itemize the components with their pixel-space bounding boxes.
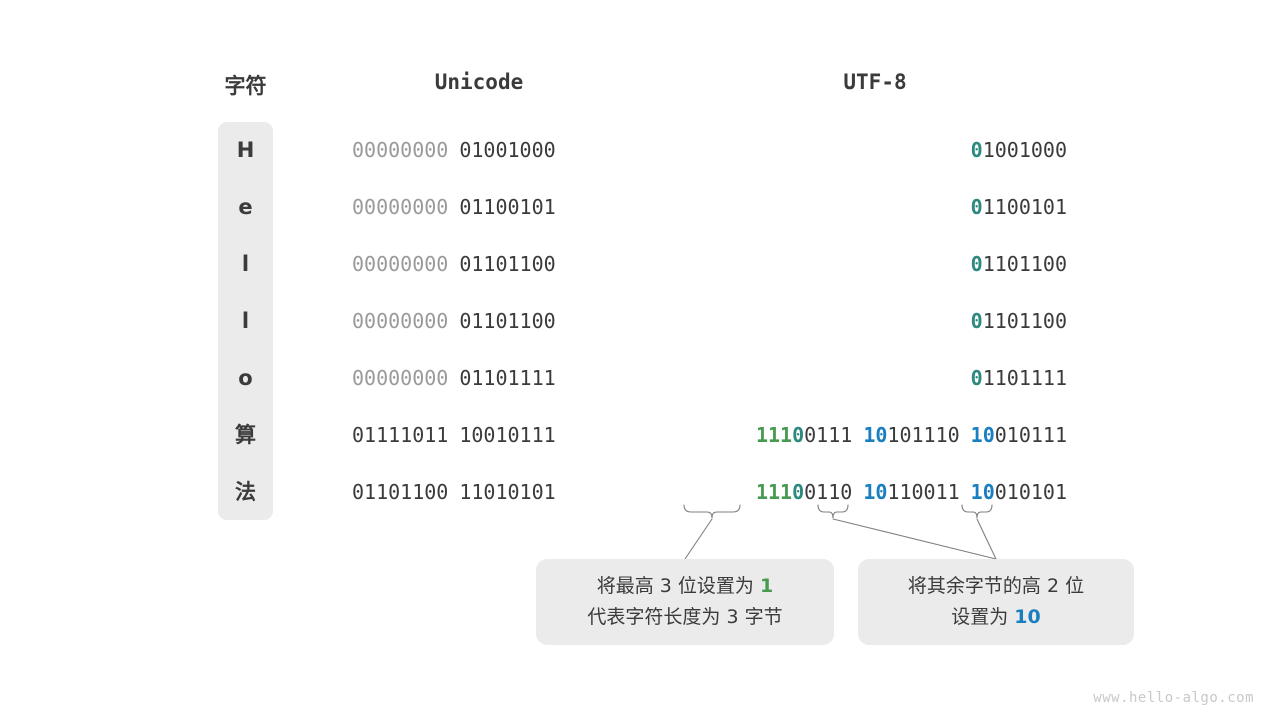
callout-right-line2-text: 设置为 — [951, 606, 1015, 628]
character-cell: e — [238, 195, 253, 219]
bit-group-teal: 0 — [970, 309, 983, 333]
column-header-character: 字符 — [224, 74, 267, 98]
bit-group-blue: 10 — [863, 480, 888, 504]
bit-group-blue: 10 — [970, 423, 995, 447]
callout-left-highlight: 1 — [759, 575, 774, 597]
callout-leading-bits: 将最高 3 位设置为 1 代表字符长度为 3 字节 — [536, 559, 834, 645]
character-cell: l — [241, 309, 250, 333]
unicode-bits-cell: 00000000 01101100 — [352, 236, 606, 293]
leader-right-callout-b — [976, 518, 997, 560]
bit-group-teal: 0 — [970, 195, 983, 219]
bit-group-dark: 01101100 — [459, 252, 556, 276]
bit-group-dark: 1001000 — [982, 138, 1067, 162]
utf8-bits-cell: 01101100 — [683, 236, 1067, 293]
bit-group-dark: 110011 — [887, 480, 960, 504]
character-cell: 算 — [235, 423, 256, 447]
utf8-bits-cell: 01100101 — [683, 179, 1067, 236]
bit-group-green: 111 — [755, 480, 793, 504]
bit-group-blue: 10 — [863, 423, 888, 447]
character-cell: 法 — [235, 480, 256, 504]
column-header-unicode: Unicode — [434, 70, 524, 94]
bit-group-dark: 01101100 — [352, 480, 449, 504]
character-cell: o — [238, 366, 253, 390]
unicode-bits-cell: 00000000 01101111 — [352, 350, 606, 407]
character-column-panel — [218, 122, 273, 520]
bit-group-dark: 0110 — [804, 480, 853, 504]
bit-group-dim: 00000000 — [352, 309, 449, 333]
bit-group-dim: 00000000 — [352, 195, 449, 219]
bit-group-dark: 1101100 — [982, 252, 1067, 276]
bit-group-dark: 01101111 — [459, 366, 556, 390]
utf8-bits-cell: 01101100 — [683, 293, 1067, 350]
callout-right-line-2: 设置为 10 — [951, 602, 1041, 633]
unicode-bits-cell: 00000000 01101100 — [352, 293, 606, 350]
unicode-bits-cell: 00000000 01001000 — [352, 122, 606, 179]
bit-group-teal: 0 — [792, 480, 805, 504]
character-cell: H — [236, 138, 255, 162]
bit-group-dim: 00000000 — [352, 138, 449, 162]
bit-group-blue: 10 — [970, 480, 995, 504]
bit-group-dark: 01001000 — [459, 138, 556, 162]
callout-continuation-bits: 将其余字节的高 2 位 设置为 10 — [858, 559, 1134, 645]
callout-left-line1-text: 将最高 3 位设置为 — [596, 575, 760, 597]
bit-group-dark: 01100101 — [459, 195, 556, 219]
callout-right-line-1: 将其余字节的高 2 位 — [907, 575, 1085, 597]
bit-group-dark: 1100101 — [982, 195, 1067, 219]
utf8-bits-cell: 01001000 — [683, 122, 1067, 179]
utf8-bits-cell: 01101111 — [683, 350, 1067, 407]
bit-group-teal: 0 — [970, 366, 983, 390]
callout-left-line-1: 将最高 3 位设置为 1 — [597, 571, 773, 602]
bit-group-dark: 1101111 — [982, 366, 1067, 390]
leader-right-callout-a — [832, 518, 997, 560]
bit-group-dark: 11010101 — [459, 480, 556, 504]
column-header-utf8: UTF-8 — [843, 70, 907, 94]
bit-group-dim: 00000000 — [352, 252, 449, 276]
bit-group-teal: 0 — [792, 423, 805, 447]
leader-left-callout — [684, 518, 713, 560]
bit-group-dark: 01111011 — [352, 423, 449, 447]
bit-group-green: 111 — [755, 423, 793, 447]
unicode-bits-cell: 01101100 11010101 — [352, 464, 606, 521]
bit-group-dark: 010111 — [994, 423, 1067, 447]
unicode-bits-cell: 00000000 01100101 — [352, 179, 606, 236]
bit-group-dark: 010101 — [994, 480, 1067, 504]
callout-left-line-2: 代表字符长度为 3 字节 — [587, 606, 783, 628]
bit-group-dark: 01101100 — [459, 309, 556, 333]
bit-group-dark: 101110 — [887, 423, 960, 447]
bit-group-dim: 00000000 — [352, 366, 449, 390]
bit-group-dark: 1101100 — [982, 309, 1067, 333]
bit-group-teal: 0 — [970, 138, 983, 162]
bit-group-dark: 10010111 — [459, 423, 556, 447]
bit-group-dark: 0111 — [804, 423, 853, 447]
character-cell: l — [241, 252, 250, 276]
bit-group-teal: 0 — [970, 252, 983, 276]
callout-right-highlight: 10 — [1014, 606, 1041, 628]
unicode-bits-cell: 01111011 10010111 — [352, 407, 606, 464]
site-watermark: www.hello-algo.com — [1093, 690, 1254, 706]
